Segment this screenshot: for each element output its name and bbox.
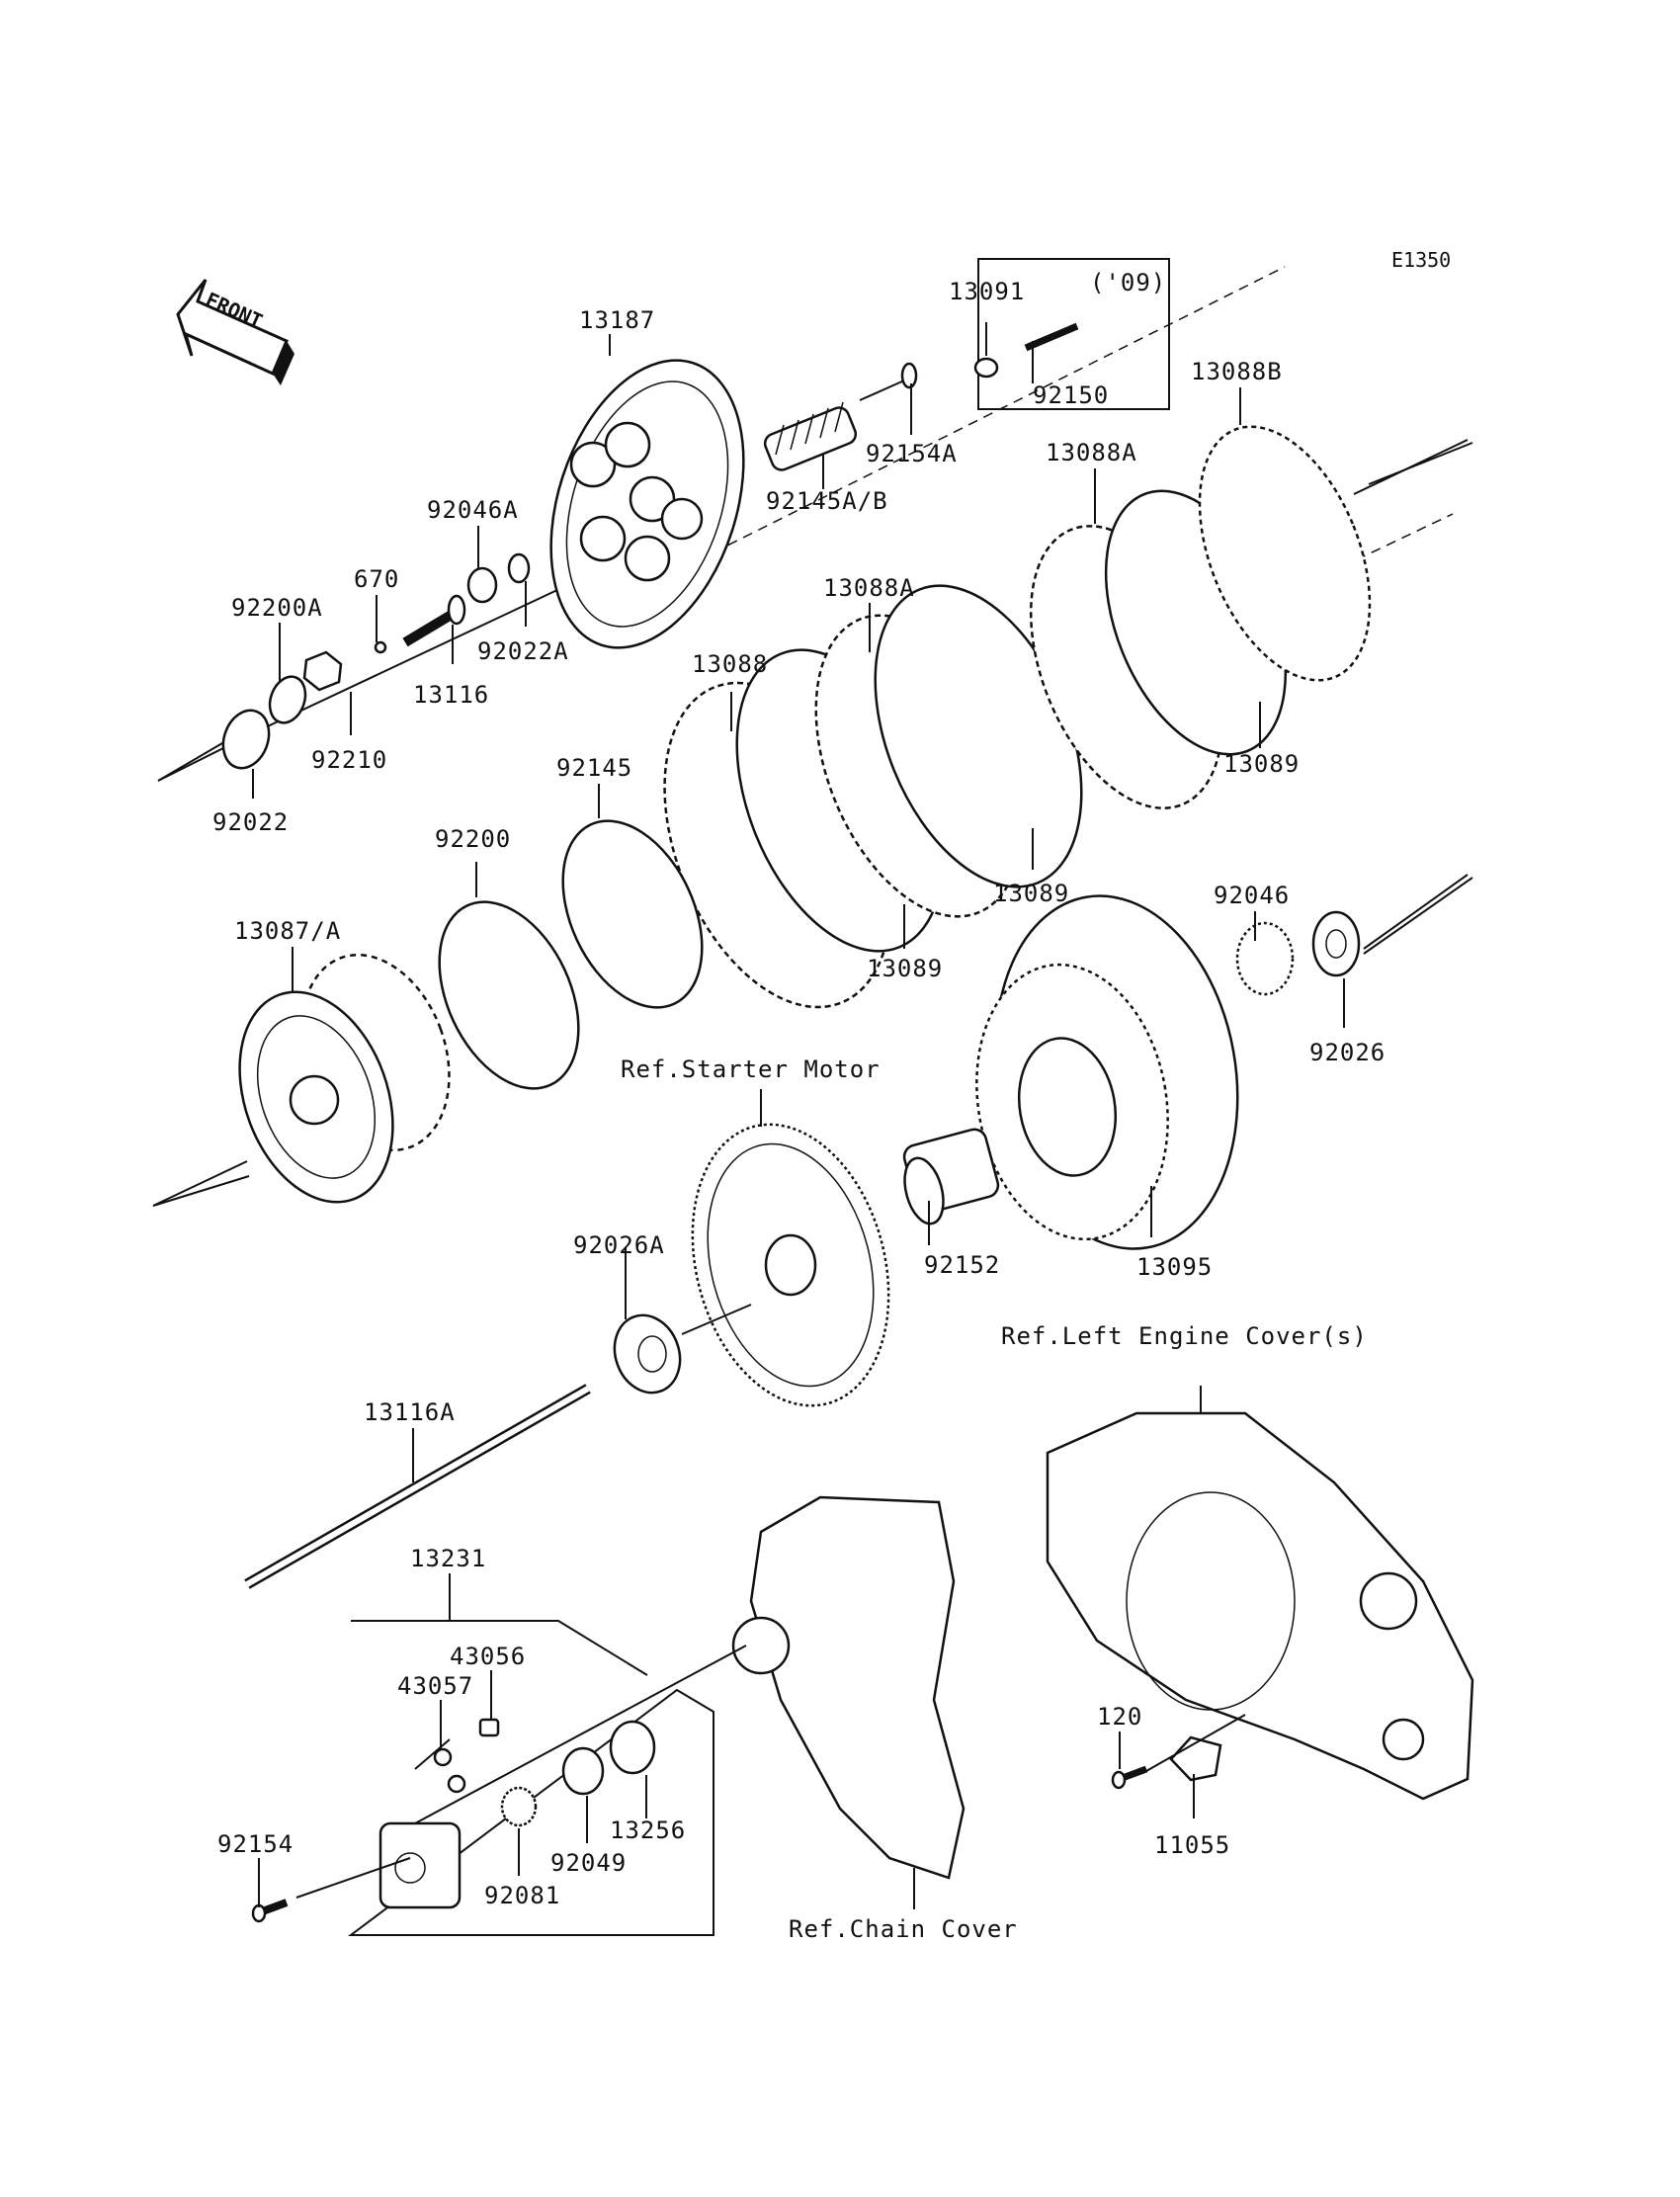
label-92154: 92154 (217, 1830, 294, 1858)
washer-92200A (268, 675, 307, 724)
bleeder-43056 (478, 1718, 500, 1737)
bolt-120 (1111, 1765, 1148, 1790)
label-13088: 13088 (692, 650, 768, 678)
nut-13091 (973, 357, 999, 379)
year-kit-box (977, 258, 1170, 410)
friction-plate-13088B (1198, 425, 1372, 682)
spring-92081 (500, 1786, 538, 1827)
piston-13256 (609, 1720, 656, 1775)
starter-gear (691, 1123, 890, 1407)
label-92046A: 92046A (427, 496, 519, 524)
label-13231: 13231 (410, 1545, 486, 1572)
label-43056: 43056 (450, 1643, 526, 1670)
pin-43057 (433, 1747, 466, 1794)
label-92046: 92046 (1214, 882, 1290, 909)
year-note: ('09) (1090, 269, 1166, 296)
ref-left-engine-cover: Ref.Left Engine Cover(s) (1001, 1322, 1368, 1350)
clutch-cylinder-13231 (378, 1821, 462, 1909)
label-92022: 92022 (212, 808, 289, 836)
label-43057: 43057 (397, 1672, 473, 1700)
nut-92210 (302, 650, 343, 692)
ref-starter-motor: Ref.Starter Motor (621, 1056, 881, 1083)
washer-92026A (613, 1313, 682, 1394)
label-120: 120 (1097, 1703, 1142, 1731)
clutch-housing-13095 (975, 894, 1239, 1250)
ref-chain-cover: Ref.Chain Cover (789, 1915, 1018, 1943)
pressure-plate-13187 (549, 359, 745, 649)
clamp-11055 (1169, 1735, 1222, 1782)
label-92150: 92150 (1033, 381, 1109, 409)
label-92154A: 92154A (866, 440, 958, 467)
label-92145: 92145 (556, 754, 632, 782)
label-92152: 92152 (924, 1251, 1000, 1279)
label-13256: 13256 (610, 1817, 686, 1844)
label-13089-mid: 13089 (993, 880, 1069, 907)
oring-92200 (438, 900, 580, 1090)
bolt-92150 (1024, 322, 1079, 352)
label-13095: 13095 (1136, 1253, 1213, 1281)
label-13087A: 13087/A (234, 917, 341, 945)
leader-lines (252, 322, 1345, 1909)
label-92081: 92081 (484, 1882, 560, 1909)
left-engine-cover (1046, 1411, 1474, 1801)
circlip-670 (374, 640, 387, 654)
label-670: 670 (354, 565, 399, 593)
diagram-code: E1350 (1391, 248, 1451, 272)
label-92210: 92210 (311, 746, 387, 774)
label-13116: 13116 (413, 681, 489, 709)
bolt-92154A (859, 362, 918, 401)
label-13088A-top: 13088A (1046, 439, 1137, 466)
label-13091: 13091 (949, 278, 1025, 305)
label-92026: 92026 (1309, 1039, 1386, 1066)
label-92200A: 92200A (231, 594, 323, 622)
label-11055: 11055 (1154, 1831, 1230, 1859)
washer-92026 (1311, 910, 1361, 977)
label-13187: 13187 (579, 306, 655, 334)
shaft-13116 (402, 594, 466, 647)
label-13116A: 13116A (364, 1398, 456, 1426)
label-13089-right: 13089 (1223, 750, 1300, 778)
washer-92022A (507, 552, 531, 584)
oring-92145 (561, 819, 704, 1009)
label-92049: 92049 (550, 1849, 627, 1877)
clutch-hub-13087A (238, 953, 451, 1204)
bolt-92154 (251, 1899, 289, 1923)
bearing-92046A (466, 566, 498, 604)
front-arrow-icon: FRONT (176, 279, 294, 385)
sleeve-92152 (902, 1128, 1000, 1225)
spring-92145AB (763, 401, 858, 471)
chain-cover (731, 1495, 966, 1880)
label-92026A: 92026A (573, 1231, 665, 1259)
label-92022A: 92022A (477, 637, 569, 665)
label-13088A-mid: 13088A (823, 574, 915, 602)
washer-92022 (221, 709, 271, 770)
seal-92049 (561, 1746, 605, 1796)
label-92145AB: 92145A/B (766, 487, 888, 515)
rod-13116A (244, 1384, 591, 1589)
label-92200: 92200 (435, 825, 511, 853)
label-13088B: 13088B (1191, 358, 1283, 385)
label-13089-low: 13089 (867, 955, 943, 982)
needle-bearing-92046 (1235, 921, 1295, 996)
